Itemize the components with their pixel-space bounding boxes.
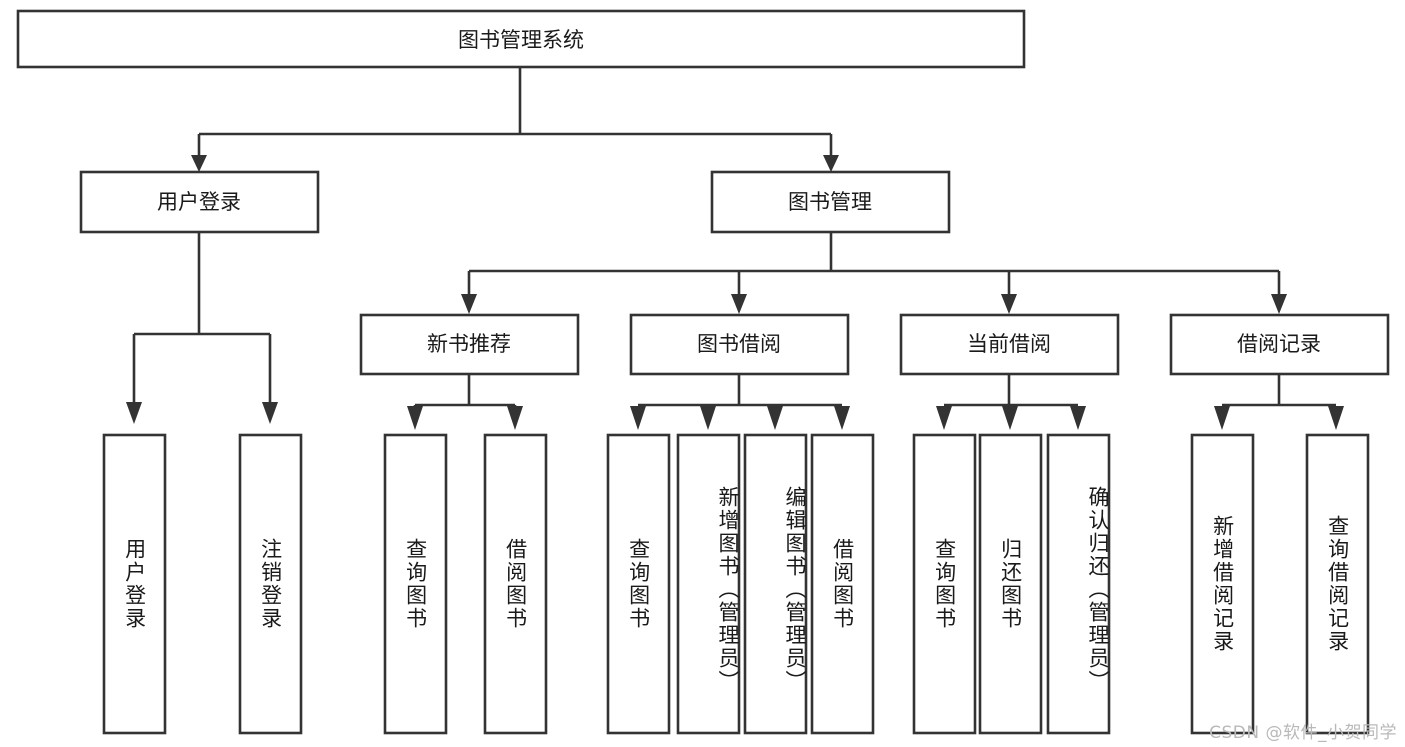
node-leaf-7[interactable] bbox=[743, 433, 808, 735]
arrow-login-to-leaf2 bbox=[262, 402, 278, 424]
connector-layer bbox=[126, 67, 1344, 430]
node-borrow[interactable] bbox=[629, 313, 850, 376]
node-leaf-5[interactable] bbox=[606, 433, 671, 735]
arrow-root-to-bookmgmt bbox=[823, 155, 839, 172]
node-leaf-6[interactable] bbox=[676, 433, 741, 735]
arrow-borrow-to-leaf6 bbox=[700, 406, 716, 430]
node-record[interactable] bbox=[1169, 313, 1390, 376]
arrow-current-to-leaf11 bbox=[1070, 406, 1086, 430]
node-leaf-2[interactable] bbox=[238, 433, 303, 735]
arrow-bookmgmt-to-borrow bbox=[731, 294, 747, 314]
node-current-label: 当前借阅 bbox=[967, 332, 1051, 356]
arrow-newbook-to-leaf3 bbox=[407, 406, 423, 430]
arrow-borrow-to-leaf7 bbox=[767, 406, 783, 430]
node-leaf-10[interactable] bbox=[978, 433, 1043, 735]
node-login[interactable] bbox=[79, 170, 320, 234]
node-login-label: 用户登录 bbox=[157, 190, 241, 214]
arrow-login-to-leaf1 bbox=[126, 402, 142, 424]
node-root[interactable] bbox=[16, 9, 1026, 69]
node-leaf-13[interactable] bbox=[1305, 433, 1370, 735]
arrow-current-to-leaf9 bbox=[936, 406, 952, 430]
node-record-label: 借阅记录 bbox=[1237, 332, 1321, 356]
arrow-borrow-to-leaf5 bbox=[630, 406, 646, 430]
node-newbook[interactable] bbox=[359, 313, 580, 376]
node-newbook-label: 新书推荐 bbox=[427, 332, 511, 356]
csdn-watermark: CSDN @软件_小贺同学 bbox=[1209, 723, 1397, 743]
arrow-record-to-leaf13 bbox=[1328, 406, 1344, 430]
node-leaf-12[interactable] bbox=[1190, 433, 1255, 735]
arrow-current-to-leaf10 bbox=[1002, 406, 1018, 430]
arrow-record-to-leaf12 bbox=[1214, 406, 1230, 430]
node-leaf-8[interactable] bbox=[810, 433, 875, 735]
arrow-root-to-login bbox=[191, 155, 207, 172]
node-root-label: 图书管理系统 bbox=[458, 28, 584, 52]
node-bookmgmt-label: 图书管理 bbox=[788, 190, 872, 214]
node-leaf-1[interactable] bbox=[102, 433, 167, 735]
node-layer: 图书管理系统 用户登录 图书管理 新书推荐 图书借阅 当前借阅 借阅记录 bbox=[16, 9, 1390, 735]
node-bookmgmt[interactable] bbox=[710, 170, 951, 234]
arrow-newbook-to-leaf4 bbox=[507, 406, 523, 430]
node-leaf-11[interactable] bbox=[1046, 433, 1111, 735]
arrow-bookmgmt-to-newbook bbox=[461, 294, 477, 314]
node-leaf-9[interactable] bbox=[912, 433, 977, 735]
node-leaf-4[interactable] bbox=[483, 433, 548, 735]
node-leaf-3[interactable] bbox=[383, 433, 448, 735]
arrow-bookmgmt-to-current bbox=[1001, 294, 1017, 314]
arrow-bookmgmt-to-record bbox=[1271, 294, 1287, 314]
arrow-borrow-to-leaf8 bbox=[834, 406, 850, 430]
node-borrow-label: 图书借阅 bbox=[697, 332, 781, 356]
node-current[interactable] bbox=[899, 313, 1120, 376]
